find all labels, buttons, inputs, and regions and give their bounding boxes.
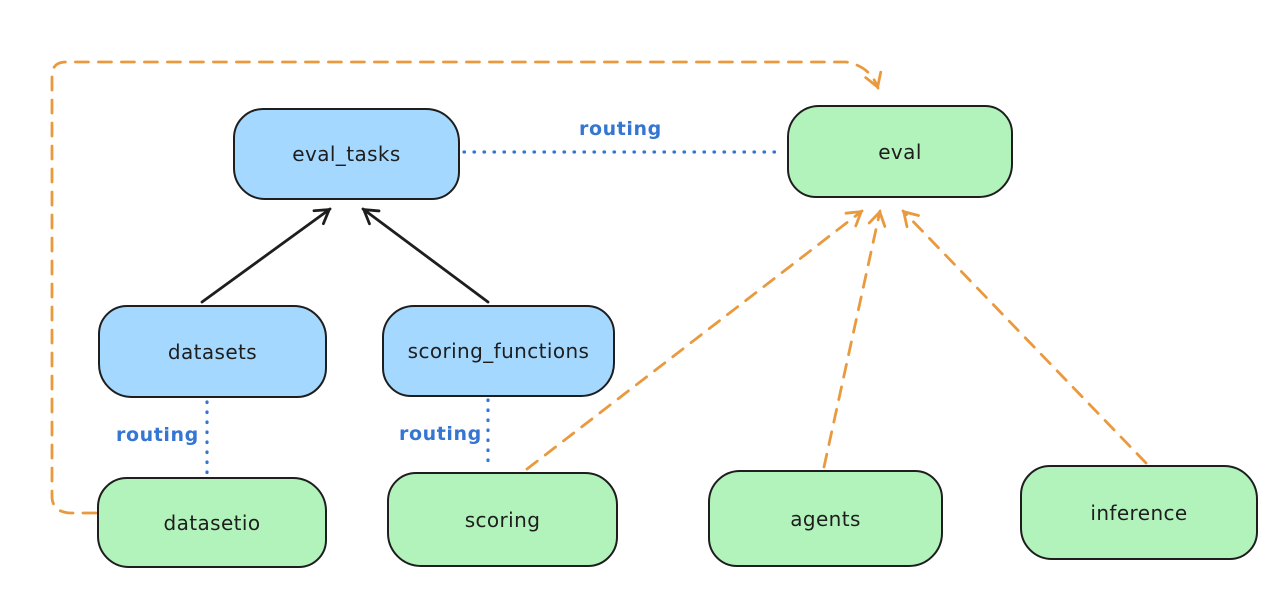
node-label: datasets	[167, 339, 258, 364]
node-scoring-functions: scoring_functions	[382, 305, 615, 397]
node-inference: inference	[1020, 465, 1258, 560]
node-label: scoring	[464, 507, 541, 532]
node-scoring: scoring	[387, 472, 618, 567]
node-label: datasetio	[163, 510, 261, 535]
node-label: scoring_functions	[407, 339, 590, 363]
node-agents: agents	[708, 470, 943, 567]
node-label: eval	[878, 139, 922, 164]
routing-label-eval-tasks-eval: routing	[579, 118, 662, 140]
edge-datasets-to-eval-tasks	[200, 207, 332, 304]
node-label: eval_tasks	[292, 142, 401, 166]
node-datasets: datasets	[98, 305, 327, 398]
edge-agents-to-eval	[822, 209, 887, 469]
edge-datasetio-to-eval-around	[50, 60, 883, 515]
edge-inference-to-eval	[901, 209, 1148, 465]
routing-label-scoring-functions-scoring: routing	[399, 423, 482, 445]
routing-label-datasets-datasetio: routing	[116, 424, 199, 446]
node-label: agents	[790, 506, 861, 531]
node-label: inference	[1090, 500, 1188, 525]
node-datasetio: datasetio	[97, 477, 327, 568]
edge-scoring-functions-to-eval-tasks	[361, 207, 490, 304]
edge-scoring-to-eval	[525, 209, 864, 471]
node-eval: eval	[787, 105, 1013, 198]
node-eval-tasks: eval_tasks	[233, 108, 460, 200]
